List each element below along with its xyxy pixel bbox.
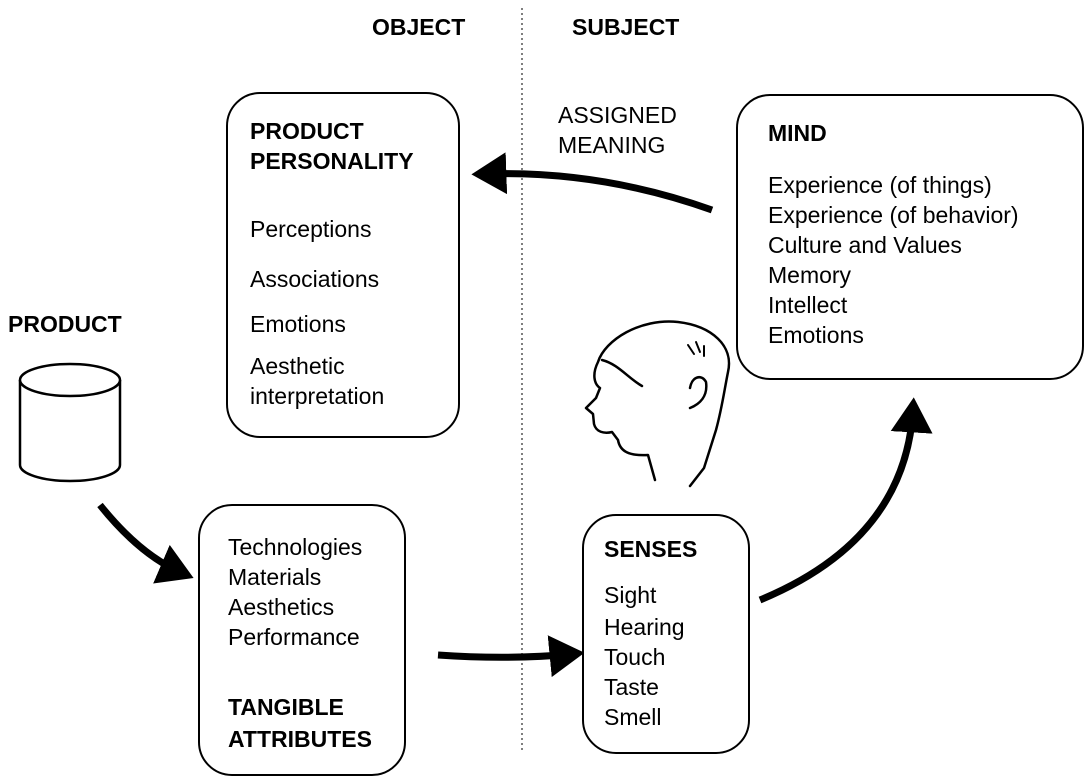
arrow-assigned-meaning	[471, 152, 714, 214]
product-label: PRODUCT	[8, 311, 122, 337]
personality-item-aesthetic: Aesthetic	[250, 353, 345, 379]
personality-item-interpretation: interpretation	[250, 383, 385, 409]
assigned-meaning-label-2: MEANING	[558, 132, 666, 158]
assigned-meaning-label-1: ASSIGNED	[558, 102, 677, 128]
product-personality-box: PRODUCT PERSONALITY Perceptions Associat…	[226, 92, 460, 438]
mind-box: MIND Experience (of things) Experience (…	[736, 94, 1084, 380]
object-header: OBJECT	[372, 14, 466, 40]
mind-item: Experience (of behavior)	[768, 202, 1019, 228]
personality-title-1: PRODUCT	[250, 118, 364, 144]
tangible-attributes-box: Technologies Materials Aesthetics Perfor…	[198, 504, 406, 776]
senses-item: Hearing	[604, 614, 685, 640]
personality-title-2: PERSONALITY	[250, 148, 414, 174]
mind-item: Culture and Values	[768, 232, 962, 258]
human-head-icon	[584, 320, 731, 488]
subject-header: SUBJECT	[572, 14, 680, 40]
product-cylinder-icon	[18, 362, 122, 483]
personality-item-emotions: Emotions	[250, 311, 346, 337]
tangible-title-2: ATTRIBUTES	[228, 726, 372, 752]
arrow-attributes-to-senses	[437, 635, 585, 678]
mind-item: Intellect	[768, 292, 848, 318]
arrow-product-to-attributes	[97, 502, 194, 584]
senses-item: Smell	[604, 704, 662, 730]
tangible-item: Materials	[228, 564, 322, 590]
senses-item: Taste	[604, 674, 659, 700]
tangible-item: Technologies	[228, 534, 363, 560]
mind-item: Memory	[768, 262, 852, 288]
senses-item: Touch	[604, 644, 666, 670]
personality-item-associations: Associations	[250, 266, 380, 292]
senses-item: Sight	[604, 582, 657, 608]
tangible-item: Aesthetics	[228, 594, 335, 620]
personality-item-perceptions: Perceptions	[250, 216, 372, 242]
mind-title: MIND	[768, 120, 827, 146]
arrow-senses-to-mind	[758, 397, 933, 604]
tangible-title-1: TANGIBLE	[228, 694, 344, 720]
mind-item: Experience (of things)	[768, 172, 992, 198]
mind-item: Emotions	[768, 322, 864, 348]
senses-box: SENSES Sight Hearing Touch Taste Smell	[582, 514, 750, 754]
senses-title: SENSES	[604, 536, 698, 562]
tangible-item: Performance	[228, 624, 360, 650]
